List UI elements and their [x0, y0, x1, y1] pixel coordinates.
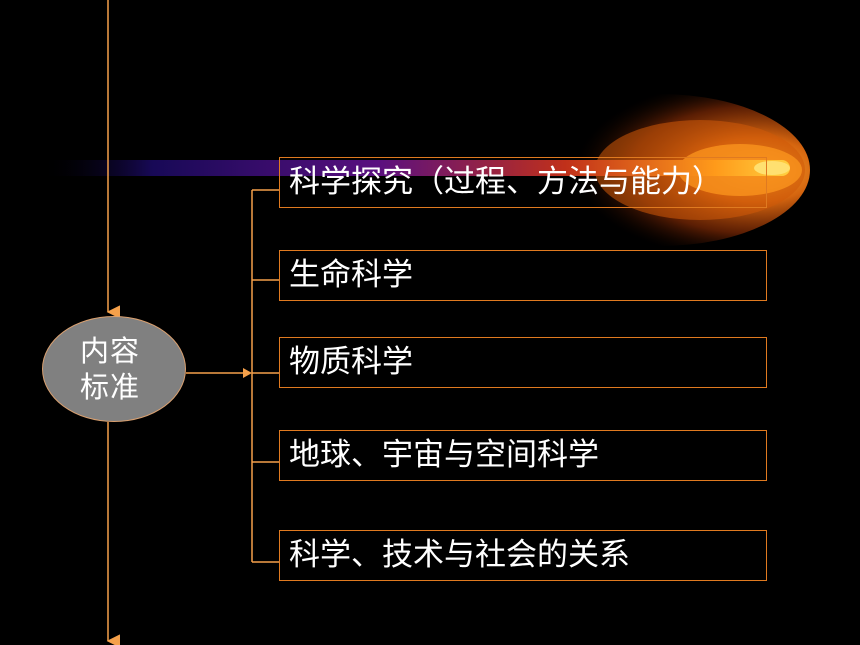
- box-label: 物质科学: [289, 344, 413, 380]
- center-node-content-standards: 内容 标准: [42, 316, 186, 422]
- bracket-arrowhead: [243, 368, 252, 378]
- box-earth-space-science: 地球、宇宙与空间科学: [279, 430, 767, 481]
- center-node-line2: 标准: [79, 370, 140, 404]
- connector-lines: [106, 0, 279, 645]
- center-node-line1: 内容: [79, 334, 140, 368]
- comet-beam: [40, 160, 790, 176]
- box-label: 科学、技术与社会的关系: [289, 537, 630, 573]
- box-label: 生命科学: [289, 257, 413, 293]
- comet-head: [754, 161, 790, 175]
- box-label: 科学探究（过程、方法与能力）: [289, 164, 723, 200]
- box-life-science: 生命科学: [279, 250, 767, 301]
- box-label: 地球、宇宙与空间科学: [289, 437, 599, 473]
- box-science-technology-society: 科学、技术与社会的关系: [279, 530, 767, 581]
- comet-decoration: [40, 94, 810, 246]
- box-physical-science: 物质科学: [279, 337, 767, 388]
- box-scientific-inquiry: 科学探究（过程、方法与能力）: [279, 157, 767, 208]
